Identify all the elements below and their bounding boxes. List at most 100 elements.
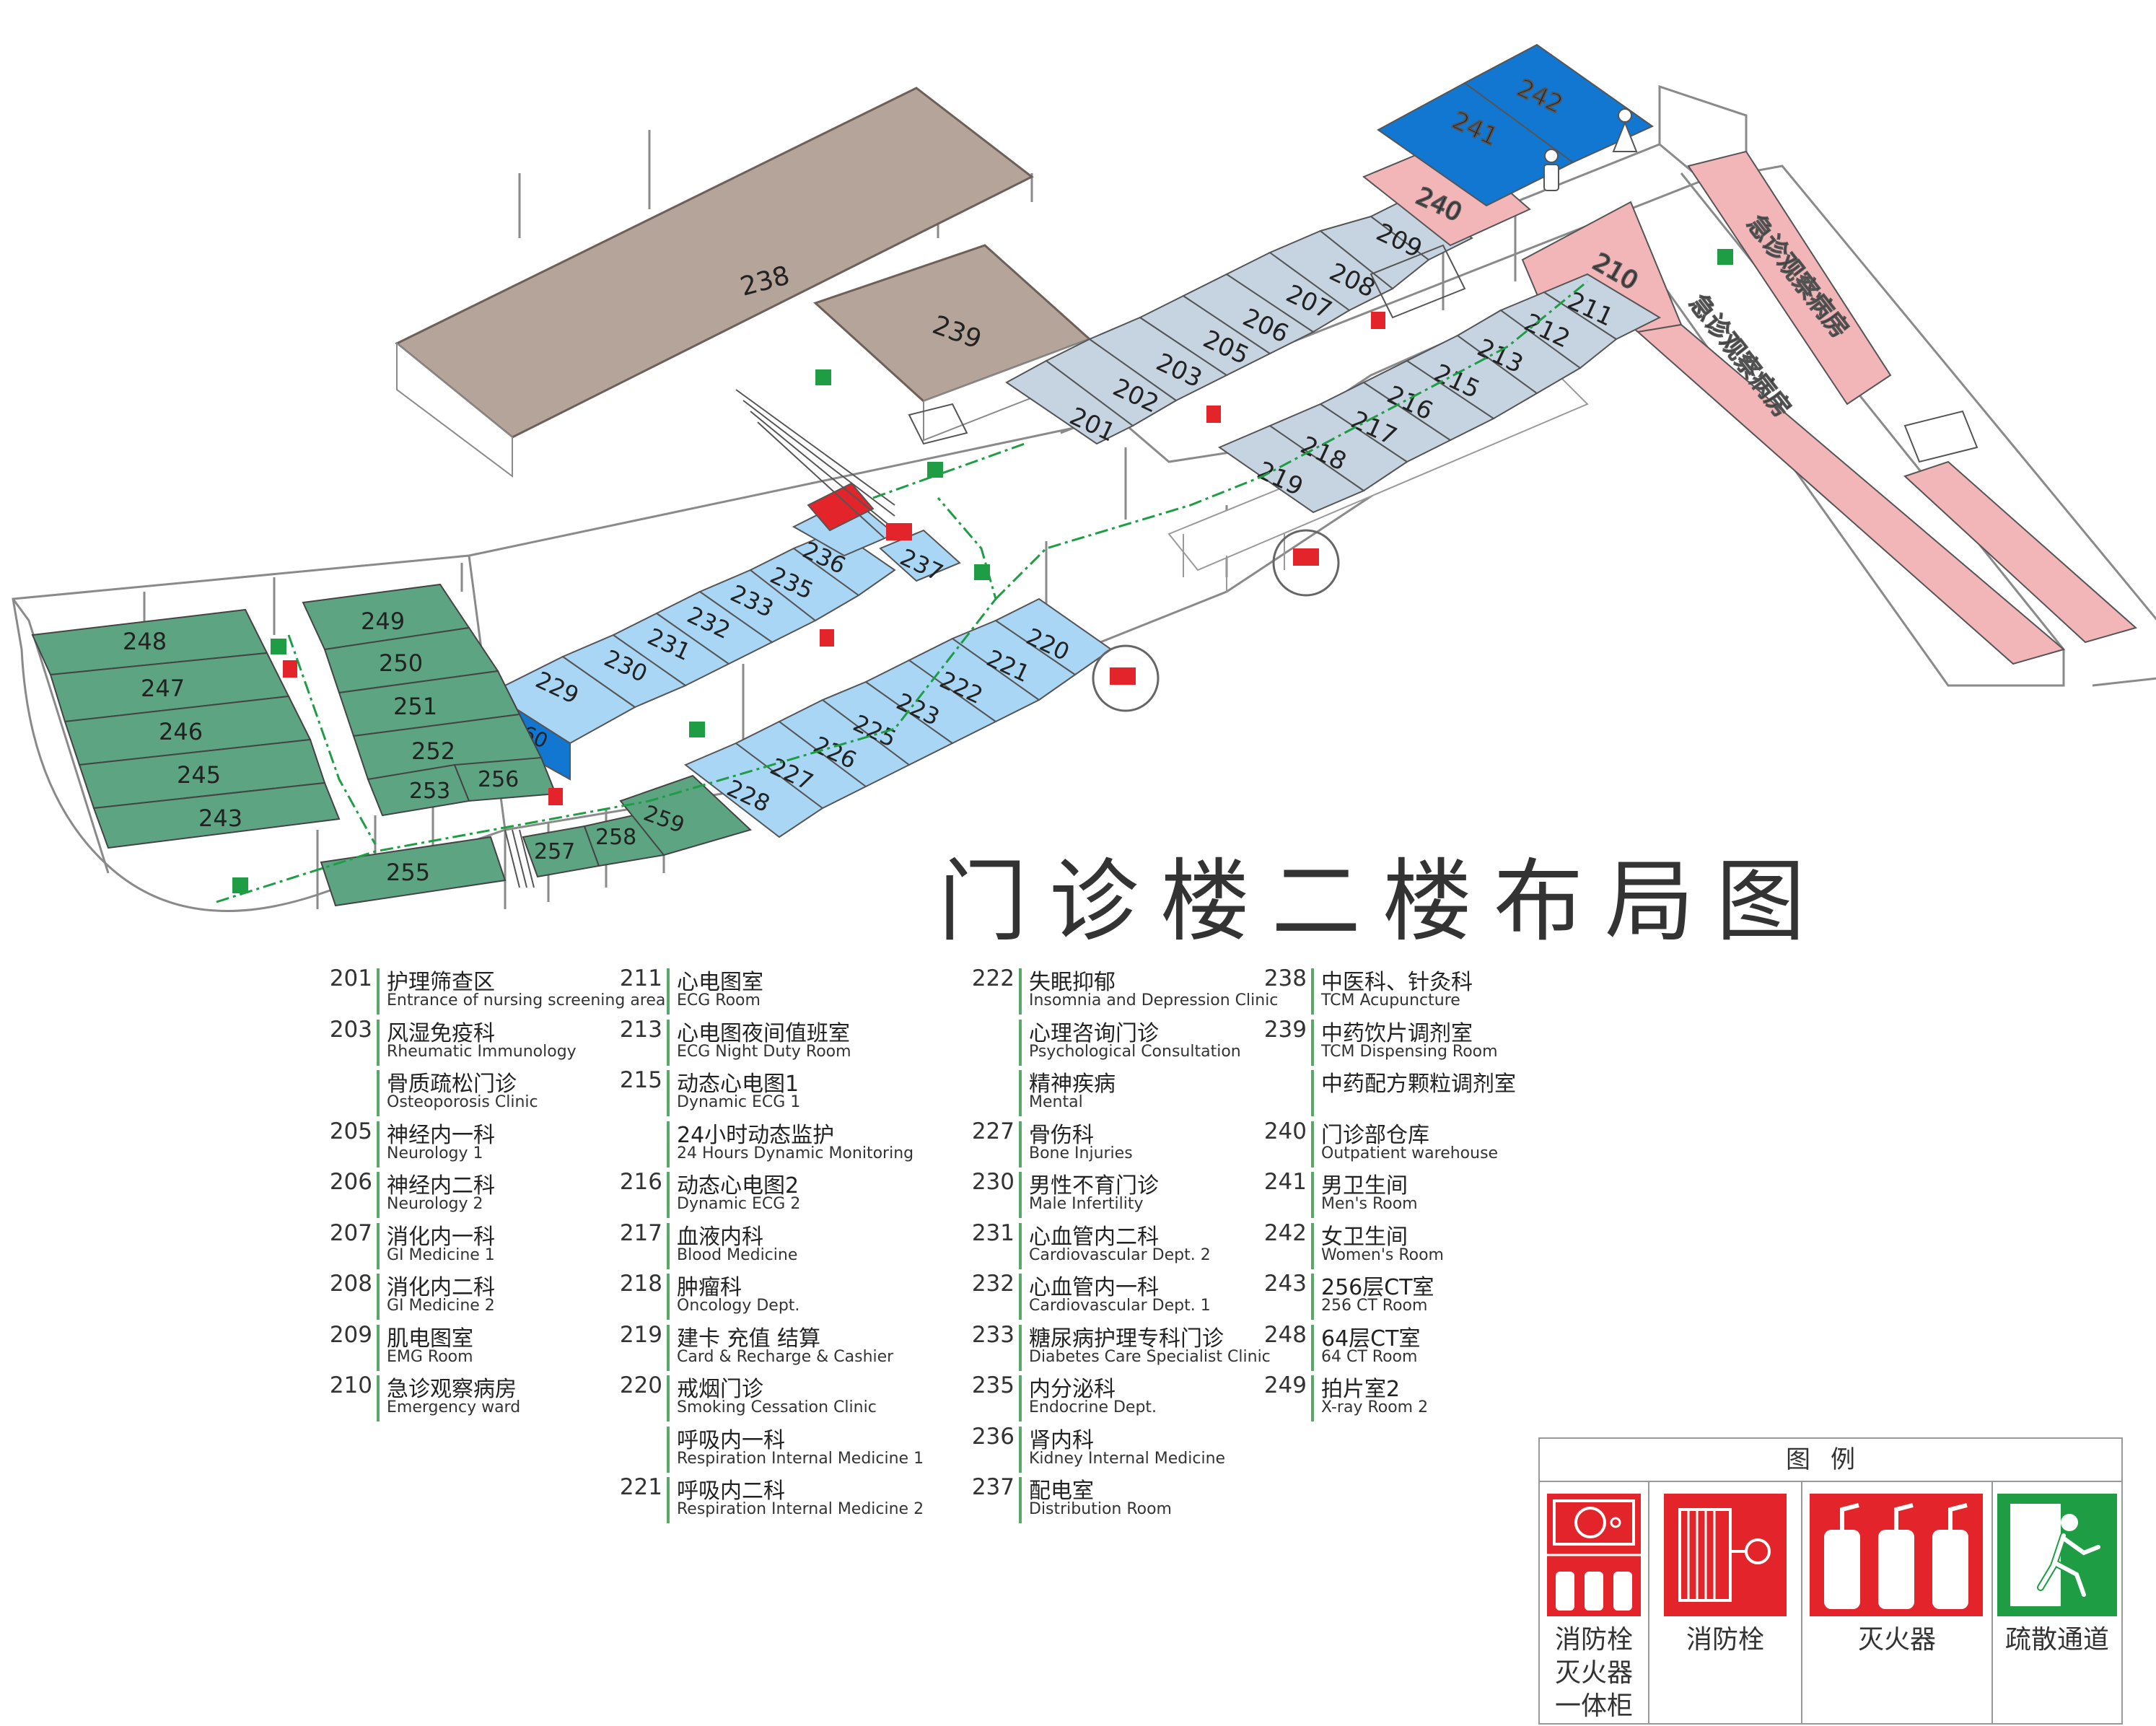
block-220-228 bbox=[684, 597, 1113, 838]
block-211-219 bbox=[1217, 273, 1662, 514]
room-257-label: 257 bbox=[534, 839, 575, 864]
room-number: 216 bbox=[619, 1169, 662, 1195]
entry-divider bbox=[1311, 1375, 1314, 1421]
entry-divider bbox=[377, 1274, 380, 1320]
entry-divider bbox=[1019, 1274, 1022, 1320]
room-name-zh: 急诊观察病房 bbox=[387, 1377, 517, 1402]
room-name-en: 64 CT Room bbox=[1321, 1347, 1418, 1366]
room-name-zh: 戒烟门诊 bbox=[677, 1377, 763, 1402]
room-number: 220 bbox=[619, 1372, 662, 1398]
entry-divider bbox=[1019, 1121, 1022, 1168]
room-249-label: 249 bbox=[361, 608, 405, 635]
room-name-zh: 配电室 bbox=[1029, 1479, 1094, 1504]
room-name-zh: 内分泌科 bbox=[1029, 1377, 1116, 1402]
entry-divider bbox=[377, 1222, 380, 1269]
staircases bbox=[504, 244, 1978, 888]
room-name-en: Neurology 2 bbox=[387, 1195, 483, 1213]
room-name-en: Osteoporosis Clinic bbox=[387, 1093, 538, 1111]
fire-hydrant-marker-icon bbox=[283, 660, 297, 678]
room-number: 230 bbox=[971, 1169, 1015, 1195]
entry-divider bbox=[1019, 968, 1022, 1015]
room-name-zh: 呼吸内二科 bbox=[677, 1479, 785, 1504]
entry-divider bbox=[1019, 1426, 1022, 1473]
room-258-label: 258 bbox=[595, 825, 636, 850]
evacuation-route bbox=[216, 280, 1588, 903]
room-name-en: Respiration Internal Medicine 1 bbox=[677, 1449, 924, 1468]
fire-hose-icon bbox=[1664, 1494, 1787, 1616]
entry-divider bbox=[1019, 1375, 1022, 1421]
room-name-en: Oncology Dept. bbox=[677, 1297, 800, 1315]
room-250-label: 250 bbox=[379, 649, 423, 677]
room-name-zh: 护理筛查区 bbox=[387, 970, 495, 995]
legend-label-fire-extinguisher: 灭火器 bbox=[1857, 1625, 1936, 1655]
room-number: 238 bbox=[1263, 965, 1307, 991]
room-name-zh: 失眠抑郁 bbox=[1029, 970, 1116, 995]
room-number: 213 bbox=[619, 1016, 662, 1043]
room-248-label: 248 bbox=[123, 628, 167, 655]
room-number: 241 bbox=[1263, 1169, 1307, 1195]
entry-divider bbox=[377, 1375, 380, 1421]
room-name-en: Men's Room bbox=[1321, 1195, 1418, 1213]
room-name-en: Bone Injuries bbox=[1029, 1144, 1133, 1162]
elevator-lobby-icon bbox=[1092, 644, 1160, 712]
room-name-zh: 门诊部仓库 bbox=[1321, 1122, 1429, 1148]
room-name-zh: 骨质疏松门诊 bbox=[387, 1072, 517, 1097]
room-name-en: ECG Night Duty Room bbox=[677, 1042, 851, 1061]
room-number: 221 bbox=[619, 1474, 662, 1500]
room-name-zh: 64层CT室 bbox=[1321, 1326, 1421, 1352]
emergency-exit-icon bbox=[1997, 1494, 2117, 1616]
room-name-en: Women's Room bbox=[1321, 1245, 1444, 1264]
room-name-en: TCM Acupuncture bbox=[1321, 991, 1460, 1009]
room-name-zh: 动态心电图1 bbox=[677, 1072, 799, 1097]
room-number: 209 bbox=[329, 1321, 372, 1348]
exit-sign-icon bbox=[689, 722, 705, 737]
room-256-label: 256 bbox=[478, 767, 519, 792]
room-number: 239 bbox=[1263, 1016, 1307, 1043]
exit-sign-icon bbox=[271, 639, 286, 654]
room-number: 201 bbox=[329, 965, 372, 991]
entry-divider bbox=[667, 1274, 670, 1320]
room-name-zh: 风湿免疫科 bbox=[387, 1020, 495, 1046]
legend-title: 图例 bbox=[1540, 1439, 2121, 1482]
room-name-zh: 中医科、针灸科 bbox=[1321, 970, 1473, 995]
map-sign-markers bbox=[232, 249, 1733, 893]
room-number: 218 bbox=[619, 1271, 662, 1297]
exit-sign-icon bbox=[815, 369, 831, 385]
legend-item-hydrant-cabinet: 消防栓 灭火器 一体柜 bbox=[1540, 1482, 1649, 1723]
entry-divider bbox=[667, 1375, 670, 1421]
block-229-237: 229 230 231 232 233 235 236 237 260 bbox=[488, 482, 961, 781]
entry-divider bbox=[1311, 1019, 1314, 1066]
hydrant-cabinet-icon bbox=[1547, 1494, 1641, 1616]
entry-divider bbox=[1019, 1477, 1022, 1523]
room-name-zh: 心血管内一科 bbox=[1029, 1275, 1159, 1300]
room-253-label: 253 bbox=[409, 779, 450, 804]
block-240-242: 240 241 242 bbox=[1362, 43, 1655, 247]
room-name-zh: 血液内科 bbox=[677, 1224, 763, 1250]
room-name-en: Respiration Internal Medicine 2 bbox=[677, 1500, 924, 1518]
fire-hydrant-marker-icon bbox=[1371, 312, 1385, 329]
room-name-zh: 心理咨询门诊 bbox=[1029, 1020, 1159, 1046]
room-number: 205 bbox=[329, 1118, 372, 1144]
entry-divider bbox=[667, 1324, 670, 1371]
entry-divider bbox=[377, 968, 380, 1015]
room-number: 206 bbox=[329, 1169, 372, 1195]
room-name-en: 24 Hours Dynamic Monitoring bbox=[677, 1144, 914, 1162]
entry-divider bbox=[1019, 1070, 1022, 1116]
room-name-en: TCM Dispensing Room bbox=[1321, 1042, 1498, 1061]
fire-hydrant-marker-icon bbox=[820, 629, 834, 647]
entry-divider bbox=[1311, 1222, 1314, 1269]
legend-item-fire-extinguisher: 灭火器 bbox=[1802, 1482, 1993, 1723]
entry-divider bbox=[667, 1426, 670, 1473]
room-name-zh: 动态心电图2 bbox=[677, 1173, 799, 1199]
room-name-en: Cardiovascular Dept. 1 bbox=[1029, 1297, 1211, 1315]
entry-divider bbox=[667, 1070, 670, 1116]
room-name-zh: 男性不育门诊 bbox=[1029, 1173, 1159, 1199]
restroom-marker-icon bbox=[1293, 548, 1319, 566]
page-title: 门诊楼二楼布局图 bbox=[938, 850, 1828, 954]
room-name-zh: 心血管内二科 bbox=[1029, 1224, 1159, 1250]
room-252-label: 252 bbox=[411, 737, 455, 765]
room-number: 227 bbox=[971, 1118, 1015, 1144]
exit-sign-icon bbox=[1717, 249, 1733, 265]
female-restroom-icon bbox=[1612, 108, 1638, 152]
